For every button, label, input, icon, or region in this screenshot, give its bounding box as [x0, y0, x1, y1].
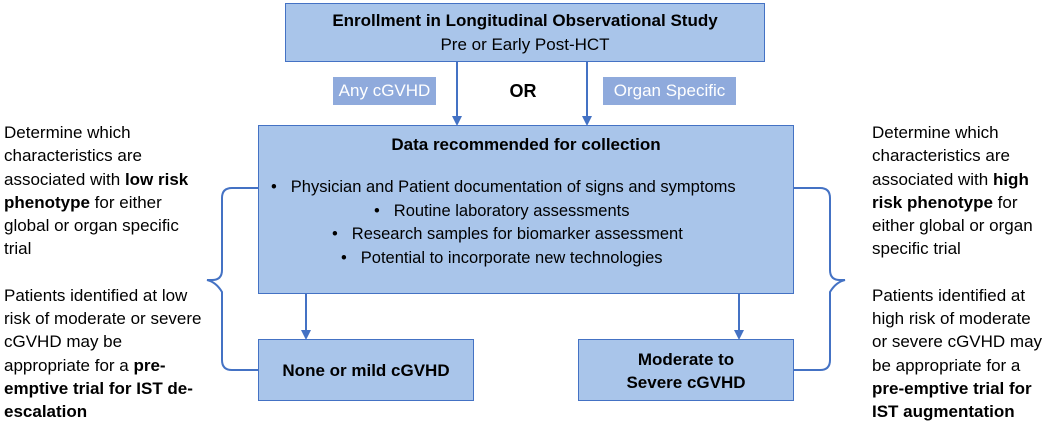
enrollment-box: Enrollment in Longitudinal Observational… [285, 3, 765, 62]
data-collection-list: Physician and Patient documentation of s… [259, 176, 793, 270]
mild-cgvhd-label: None or mild cGVHD [282, 361, 450, 380]
right-panel-trial: Patients identified at high risk of mode… [872, 285, 1043, 422]
data-collection-title: Data recommended for collection [391, 135, 661, 154]
or-label: OR [509, 81, 537, 101]
any-cgvhd-tag: Any cGVHD [333, 77, 436, 105]
data-collection-box: Data recommended for collection Physicia… [258, 125, 794, 294]
data-item-technologies: Potential to incorporate new technologie… [259, 247, 793, 271]
right-panel: Determine which characteristics are asso… [872, 121, 1049, 424]
severe-cgvhd-label-line2: Severe cGVHD [626, 373, 746, 392]
left-panel-trial: Patients identified at low risk of moder… [4, 285, 202, 422]
enrollment-title: Enrollment in Longitudinal Observational… [332, 11, 718, 30]
severe-cgvhd-box: Moderate to Severe cGVHD [578, 339, 794, 401]
enrollment-subtitle: Pre or Early Post-HCT [440, 35, 610, 54]
right-panel-phenotype: Determine which characteristics are asso… [872, 123, 1033, 259]
right-brace-connector [794, 187, 846, 371]
mild-cgvhd-box: None or mild cGVHD [258, 339, 474, 401]
organ-specific-tag: Organ Specific [603, 77, 736, 105]
data-item-laboratory: Routine laboratory assessments [259, 200, 793, 224]
left-panel: Determine which characteristics are asso… [4, 121, 204, 424]
severe-cgvhd-label-line1: Moderate to [637, 350, 735, 369]
data-item-research-samples: Research samples for biomarker assessmen… [259, 223, 793, 247]
data-item-documentation: Physician and Patient documentation of s… [259, 176, 793, 200]
left-panel-phenotype: Determine which characteristics are asso… [4, 123, 189, 259]
left-brace-connector [206, 187, 258, 371]
